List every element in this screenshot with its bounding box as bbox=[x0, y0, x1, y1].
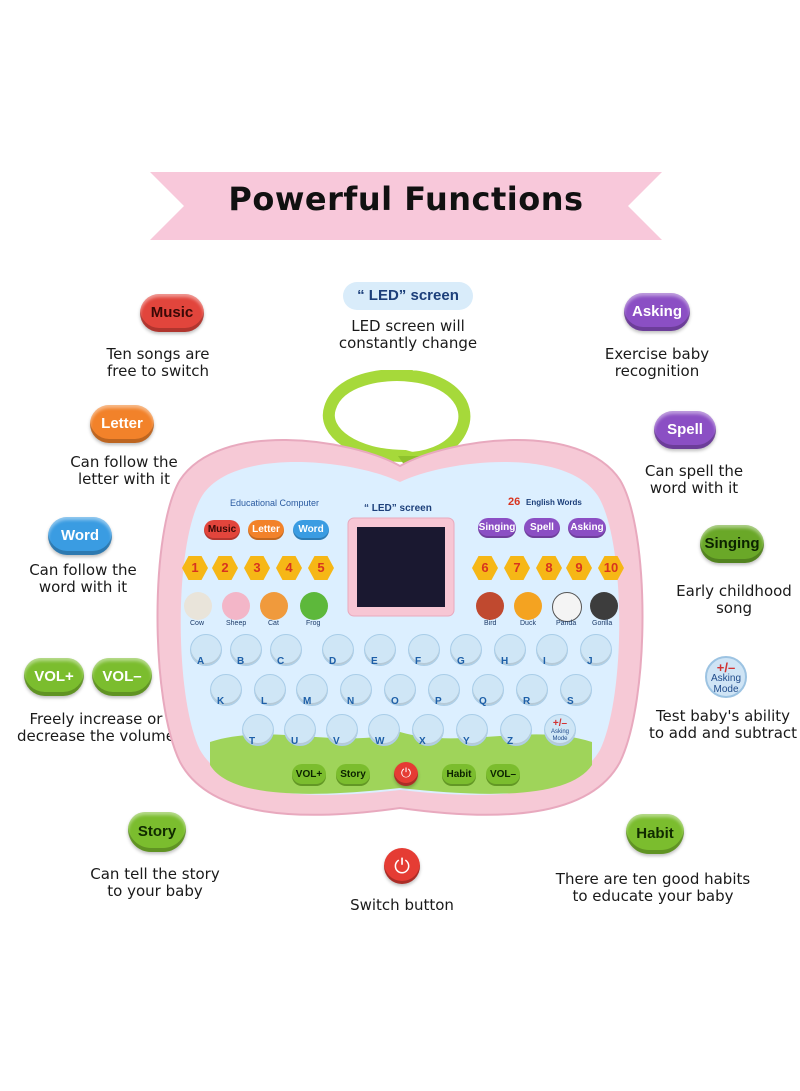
music-description: Ten songs are free to switch bbox=[106, 345, 210, 380]
animal-label-cat: Cat bbox=[268, 620, 279, 627]
letter-key-p[interactable]: P bbox=[428, 674, 460, 707]
asking-description: Exercise baby recognition bbox=[604, 345, 710, 380]
letter-key-l[interactable]: L bbox=[254, 674, 286, 707]
letter-key-y[interactable]: Y bbox=[456, 714, 488, 747]
music-badge: Music bbox=[140, 294, 204, 332]
animal-key-gorilla[interactable] bbox=[590, 592, 618, 620]
letter-key-f[interactable]: F bbox=[408, 634, 440, 667]
device-word-button[interactable]: Word bbox=[293, 520, 329, 540]
word-description: Can follow the word with it bbox=[29, 561, 137, 596]
word-badge: Word bbox=[48, 517, 112, 555]
animal-label-duck: Duck bbox=[520, 620, 536, 627]
switch-description: Switch button bbox=[350, 896, 454, 914]
spell-badge: Spell bbox=[654, 411, 716, 449]
letter-description: Can follow the letter with it bbox=[70, 453, 178, 488]
animal-key-cat[interactable] bbox=[260, 592, 288, 620]
letter-key-z[interactable]: Z bbox=[500, 714, 532, 747]
led-pill-prefix: “ LED” bbox=[357, 287, 407, 304]
led-pill-suffix: screen bbox=[410, 287, 459, 304]
singing-badge: Singing bbox=[700, 525, 764, 563]
story-badge: Story bbox=[128, 812, 186, 852]
story-description: Can tell the story to your baby bbox=[90, 865, 220, 900]
device-brand: Educational Computer bbox=[230, 498, 320, 508]
letter-key-e[interactable]: E bbox=[364, 634, 396, 667]
device-singing-button[interactable]: Singing bbox=[478, 518, 516, 538]
letter-key-w[interactable]: W bbox=[368, 714, 400, 747]
device-asking-button[interactable]: Asking bbox=[568, 518, 606, 538]
number-key-6[interactable]: 6 bbox=[472, 556, 498, 580]
asking-mode-key[interactable]: +/– Asking Mode bbox=[544, 714, 576, 746]
educational-computer-toy: Educational Computer “ LED” screen 26 En… bbox=[150, 370, 650, 830]
device-power-button[interactable]: ⏻ bbox=[394, 762, 418, 786]
letter-key-r[interactable]: R bbox=[516, 674, 548, 707]
device-vol-minus-button[interactable]: VOL– bbox=[486, 764, 520, 786]
led-description: LED screen will constantly change bbox=[338, 317, 478, 352]
animal-key-frog[interactable] bbox=[300, 592, 328, 620]
english-words-label: English Words bbox=[526, 498, 582, 507]
letter-badge: Letter bbox=[90, 405, 154, 443]
habit-description: There are ten good habits to educate you… bbox=[555, 870, 751, 905]
vol-plus-badge: VOL+ bbox=[24, 658, 84, 696]
page-title: Powerful Functions bbox=[228, 180, 584, 218]
animal-label-cow: Cow bbox=[190, 620, 205, 627]
singing-description: Early childhood song bbox=[676, 582, 792, 617]
letter-key-i[interactable]: I bbox=[536, 634, 568, 667]
volume-description: Freely increase or decrease the volume bbox=[16, 710, 176, 745]
device-habit-button[interactable]: Habit bbox=[442, 764, 476, 786]
animal-label-bird: Bird bbox=[484, 620, 497, 627]
device-screen-label: “ LED” screen bbox=[364, 503, 432, 514]
animal-label-sheep: Sheep bbox=[226, 620, 247, 627]
animal-key-duck[interactable] bbox=[514, 592, 542, 620]
number-key-5[interactable]: 5 bbox=[308, 556, 334, 580]
animal-key-panda[interactable] bbox=[552, 592, 582, 622]
letter-key-d[interactable]: D bbox=[322, 634, 354, 667]
english-words-count: 26 bbox=[508, 496, 521, 508]
math-label-2: Mode bbox=[713, 684, 739, 695]
title-ribbon bbox=[150, 172, 662, 240]
letter-key-v[interactable]: V bbox=[326, 714, 358, 747]
letter-key-x[interactable]: X bbox=[412, 714, 444, 747]
habit-badge: Habit bbox=[626, 814, 684, 854]
device-story-button[interactable]: Story bbox=[336, 764, 370, 786]
letter-key-b[interactable]: B bbox=[230, 634, 262, 667]
letter-key-k[interactable]: K bbox=[210, 674, 242, 707]
letter-key-t[interactable]: T bbox=[242, 714, 274, 747]
letter-key-s[interactable]: S bbox=[560, 674, 592, 707]
device-vol-plus-button[interactable]: VOL+ bbox=[292, 764, 326, 786]
letter-key-u[interactable]: U bbox=[284, 714, 316, 747]
letter-key-g[interactable]: G bbox=[450, 634, 482, 667]
animal-key-cow[interactable] bbox=[184, 592, 212, 620]
math-mode-badge: +/– Asking Mode bbox=[705, 656, 747, 698]
math-label-1: Asking bbox=[710, 673, 741, 684]
power-icon: ⏻ bbox=[384, 848, 420, 884]
asking-badge: Asking bbox=[624, 293, 690, 331]
animal-label-panda: Panda bbox=[556, 620, 577, 627]
math-symbol: +/– bbox=[716, 660, 736, 675]
animal-label-frog: Frog bbox=[306, 620, 321, 627]
led-screen-pill: “ LED” screen bbox=[343, 282, 473, 310]
spell-description: Can spell the word with it bbox=[644, 462, 744, 497]
animal-key-sheep[interactable] bbox=[222, 592, 250, 620]
letter-key-h[interactable]: H bbox=[494, 634, 526, 667]
math-description: Test baby's ability to add and subtract bbox=[648, 707, 798, 742]
letter-key-a[interactable]: A bbox=[190, 634, 222, 667]
letter-key-n[interactable]: N bbox=[340, 674, 372, 707]
animal-label-gorilla: Gorilla bbox=[592, 620, 613, 627]
letter-key-o[interactable]: O bbox=[384, 674, 416, 707]
device-spell-button[interactable]: Spell bbox=[524, 518, 560, 538]
letter-key-c[interactable]: C bbox=[270, 634, 302, 667]
letter-key-m[interactable]: M bbox=[296, 674, 328, 707]
animal-key-bird[interactable] bbox=[476, 592, 504, 620]
vol-minus-badge: VOL– bbox=[92, 658, 152, 696]
device-letter-button[interactable]: Letter bbox=[248, 520, 284, 540]
number-key-4[interactable]: 4 bbox=[276, 556, 302, 580]
letter-key-j[interactable]: J bbox=[580, 634, 612, 667]
letter-key-q[interactable]: Q bbox=[472, 674, 504, 707]
device-music-button[interactable]: Music bbox=[204, 520, 240, 540]
